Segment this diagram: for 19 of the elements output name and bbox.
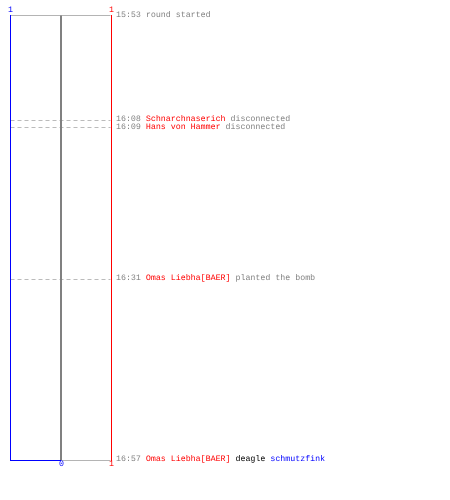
log-time: 16:31: [116, 275, 141, 283]
log-time: 16:09: [116, 124, 141, 132]
log-time: 16:57: [116, 456, 141, 464]
log-time: 15:53: [116, 12, 141, 20]
player-name: Omas Liebha[BAER]: [146, 456, 231, 464]
axis-value: 1: [109, 461, 114, 469]
axis-value: 0: [59, 460, 64, 468]
player-name: Hans von Hammer: [146, 124, 221, 132]
event-text: disconnected: [230, 116, 290, 124]
event-text: round started: [146, 12, 211, 20]
axis-value: 1: [109, 7, 114, 15]
player-name: Omas Liebha[BAER]: [146, 275, 231, 283]
event-text: planted the bomb: [236, 275, 316, 283]
player-name: Schnarchnaserich: [146, 116, 226, 124]
axis-value: 1: [8, 7, 13, 15]
log-time: 16:08: [116, 116, 141, 124]
event-text: disconnected: [226, 124, 286, 132]
weapon-name: deagle: [236, 456, 266, 464]
victim-name: schmutzfink: [270, 456, 326, 464]
